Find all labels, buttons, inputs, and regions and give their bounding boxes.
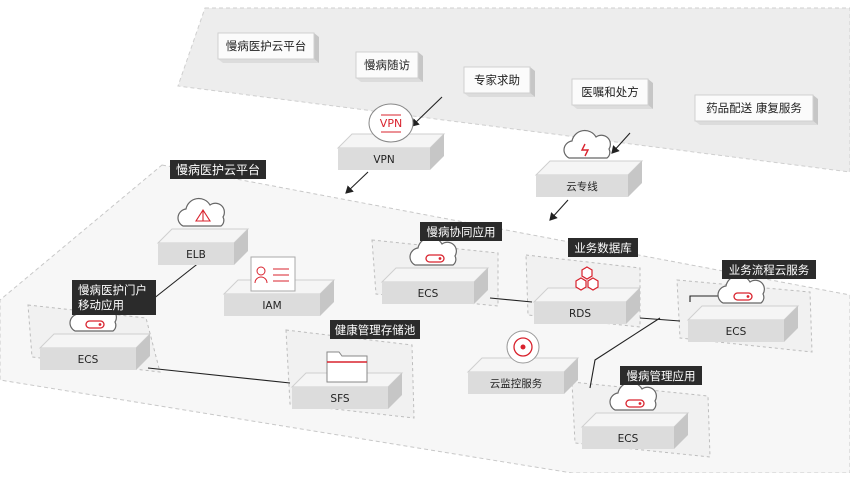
user-access-label: 慢病随访 [364, 58, 410, 72]
collab-label-bg [420, 222, 502, 241]
node-ecs_portal: ECS [38, 302, 152, 370]
user-access-tile: 药品配送 康复服务 [694, 94, 818, 125]
user-access-label: 药品配送 康复服务 [706, 101, 802, 115]
node-label-rds: RDS [569, 308, 591, 320]
node-label-ecs_portal: ECS [78, 354, 99, 366]
node-ecs_workflow: ECS [686, 274, 800, 342]
cloud-icon [609, 381, 657, 411]
node-sfs: SFS [290, 351, 404, 409]
database-label-bg [568, 238, 638, 257]
user-access-label: 专家求助 [474, 73, 520, 87]
line-ecs-rds [489, 297, 533, 303]
node-ecs_mgmt: ECS [580, 381, 690, 449]
node-label-iam: IAM [262, 300, 281, 312]
collab-label: 慢病协同应用 [427, 225, 496, 239]
user-access-tile: 医嘱和处方 [571, 78, 653, 109]
portal-label-bg [72, 280, 156, 315]
platform-label-bg [170, 160, 266, 179]
balance-icon [194, 208, 212, 222]
line-portal-elb [147, 257, 206, 304]
node-label-vpn: VPN [373, 154, 394, 166]
line-workflow-up [689, 295, 722, 302]
user-access-label: 医嘱和处方 [581, 85, 639, 99]
arrow-dc-platform [549, 199, 569, 221]
node-label-cloud_eye: 云监控服务 [490, 377, 543, 390]
database-icon [575, 266, 599, 291]
server-icon [625, 399, 645, 408]
arrow-top-vpn [411, 96, 443, 127]
storage-label: 健康管理存储池 [335, 323, 416, 337]
mgmt-label: 慢病管理应用 [627, 369, 696, 383]
workflow-label-bg [722, 260, 816, 279]
node-elb: ELB [156, 197, 250, 265]
user-access-tile: 专家求助 [463, 66, 535, 97]
folder-icon [326, 351, 368, 383]
line-rds-workflow [639, 317, 681, 322]
vpn-icon-text: VPN [380, 117, 402, 130]
node-label-elb: ELB [186, 249, 206, 261]
node-label-ecs_workflow: ECS [726, 326, 747, 338]
node-vpn: VPN VPN [336, 103, 446, 170]
mgmt-label-bg [620, 366, 702, 385]
node-label-direct_connect: 云专线 [566, 180, 598, 193]
arrow-top-dc [611, 132, 631, 154]
node-label-ecs_collab: ECS [418, 288, 439, 300]
node-ecs_collab: ECS [380, 236, 490, 304]
database-label: 业务数据库 [574, 241, 632, 255]
node-cloud_eye: 云监控服务 [466, 330, 580, 394]
arrow-vpn-platform [345, 171, 369, 194]
platform-label: 慢病医护云平台 [176, 162, 260, 177]
node-label-sfs: SFS [330, 393, 350, 405]
node-rds: RDS [532, 266, 642, 324]
user-access-label: 慢病医护云平台 [226, 39, 307, 53]
server-icon [425, 254, 445, 263]
node-iam: IAM [222, 256, 336, 316]
portal-label-line2: 移动应用 [78, 298, 124, 312]
id-card-icon [250, 256, 296, 292]
server-icon [85, 320, 105, 329]
workflow-label: 业务流程云服务 [729, 263, 810, 277]
lightning-icon [580, 143, 590, 157]
user-access-tile: 慢病医护云平台 [217, 32, 319, 63]
storage-label-bg [330, 320, 420, 339]
server-icon [733, 292, 753, 301]
service-nodes: VPN VPN 云专线 ELB IAM ECS RDS ECS ECS SFS 云监控服务 ECS [38, 103, 800, 449]
line-portal-sfs [147, 367, 291, 384]
line-mgmt-rds [589, 317, 661, 389]
node-label-ecs_mgmt: ECS [618, 433, 639, 445]
user-access-tile: 慢病随访 [355, 51, 423, 82]
vpn-icon [368, 103, 414, 143]
node-direct_connect: 云专线 [534, 129, 644, 197]
cloud-icon [563, 129, 611, 159]
portal-label-line1: 慢病医护门户 [78, 283, 147, 297]
